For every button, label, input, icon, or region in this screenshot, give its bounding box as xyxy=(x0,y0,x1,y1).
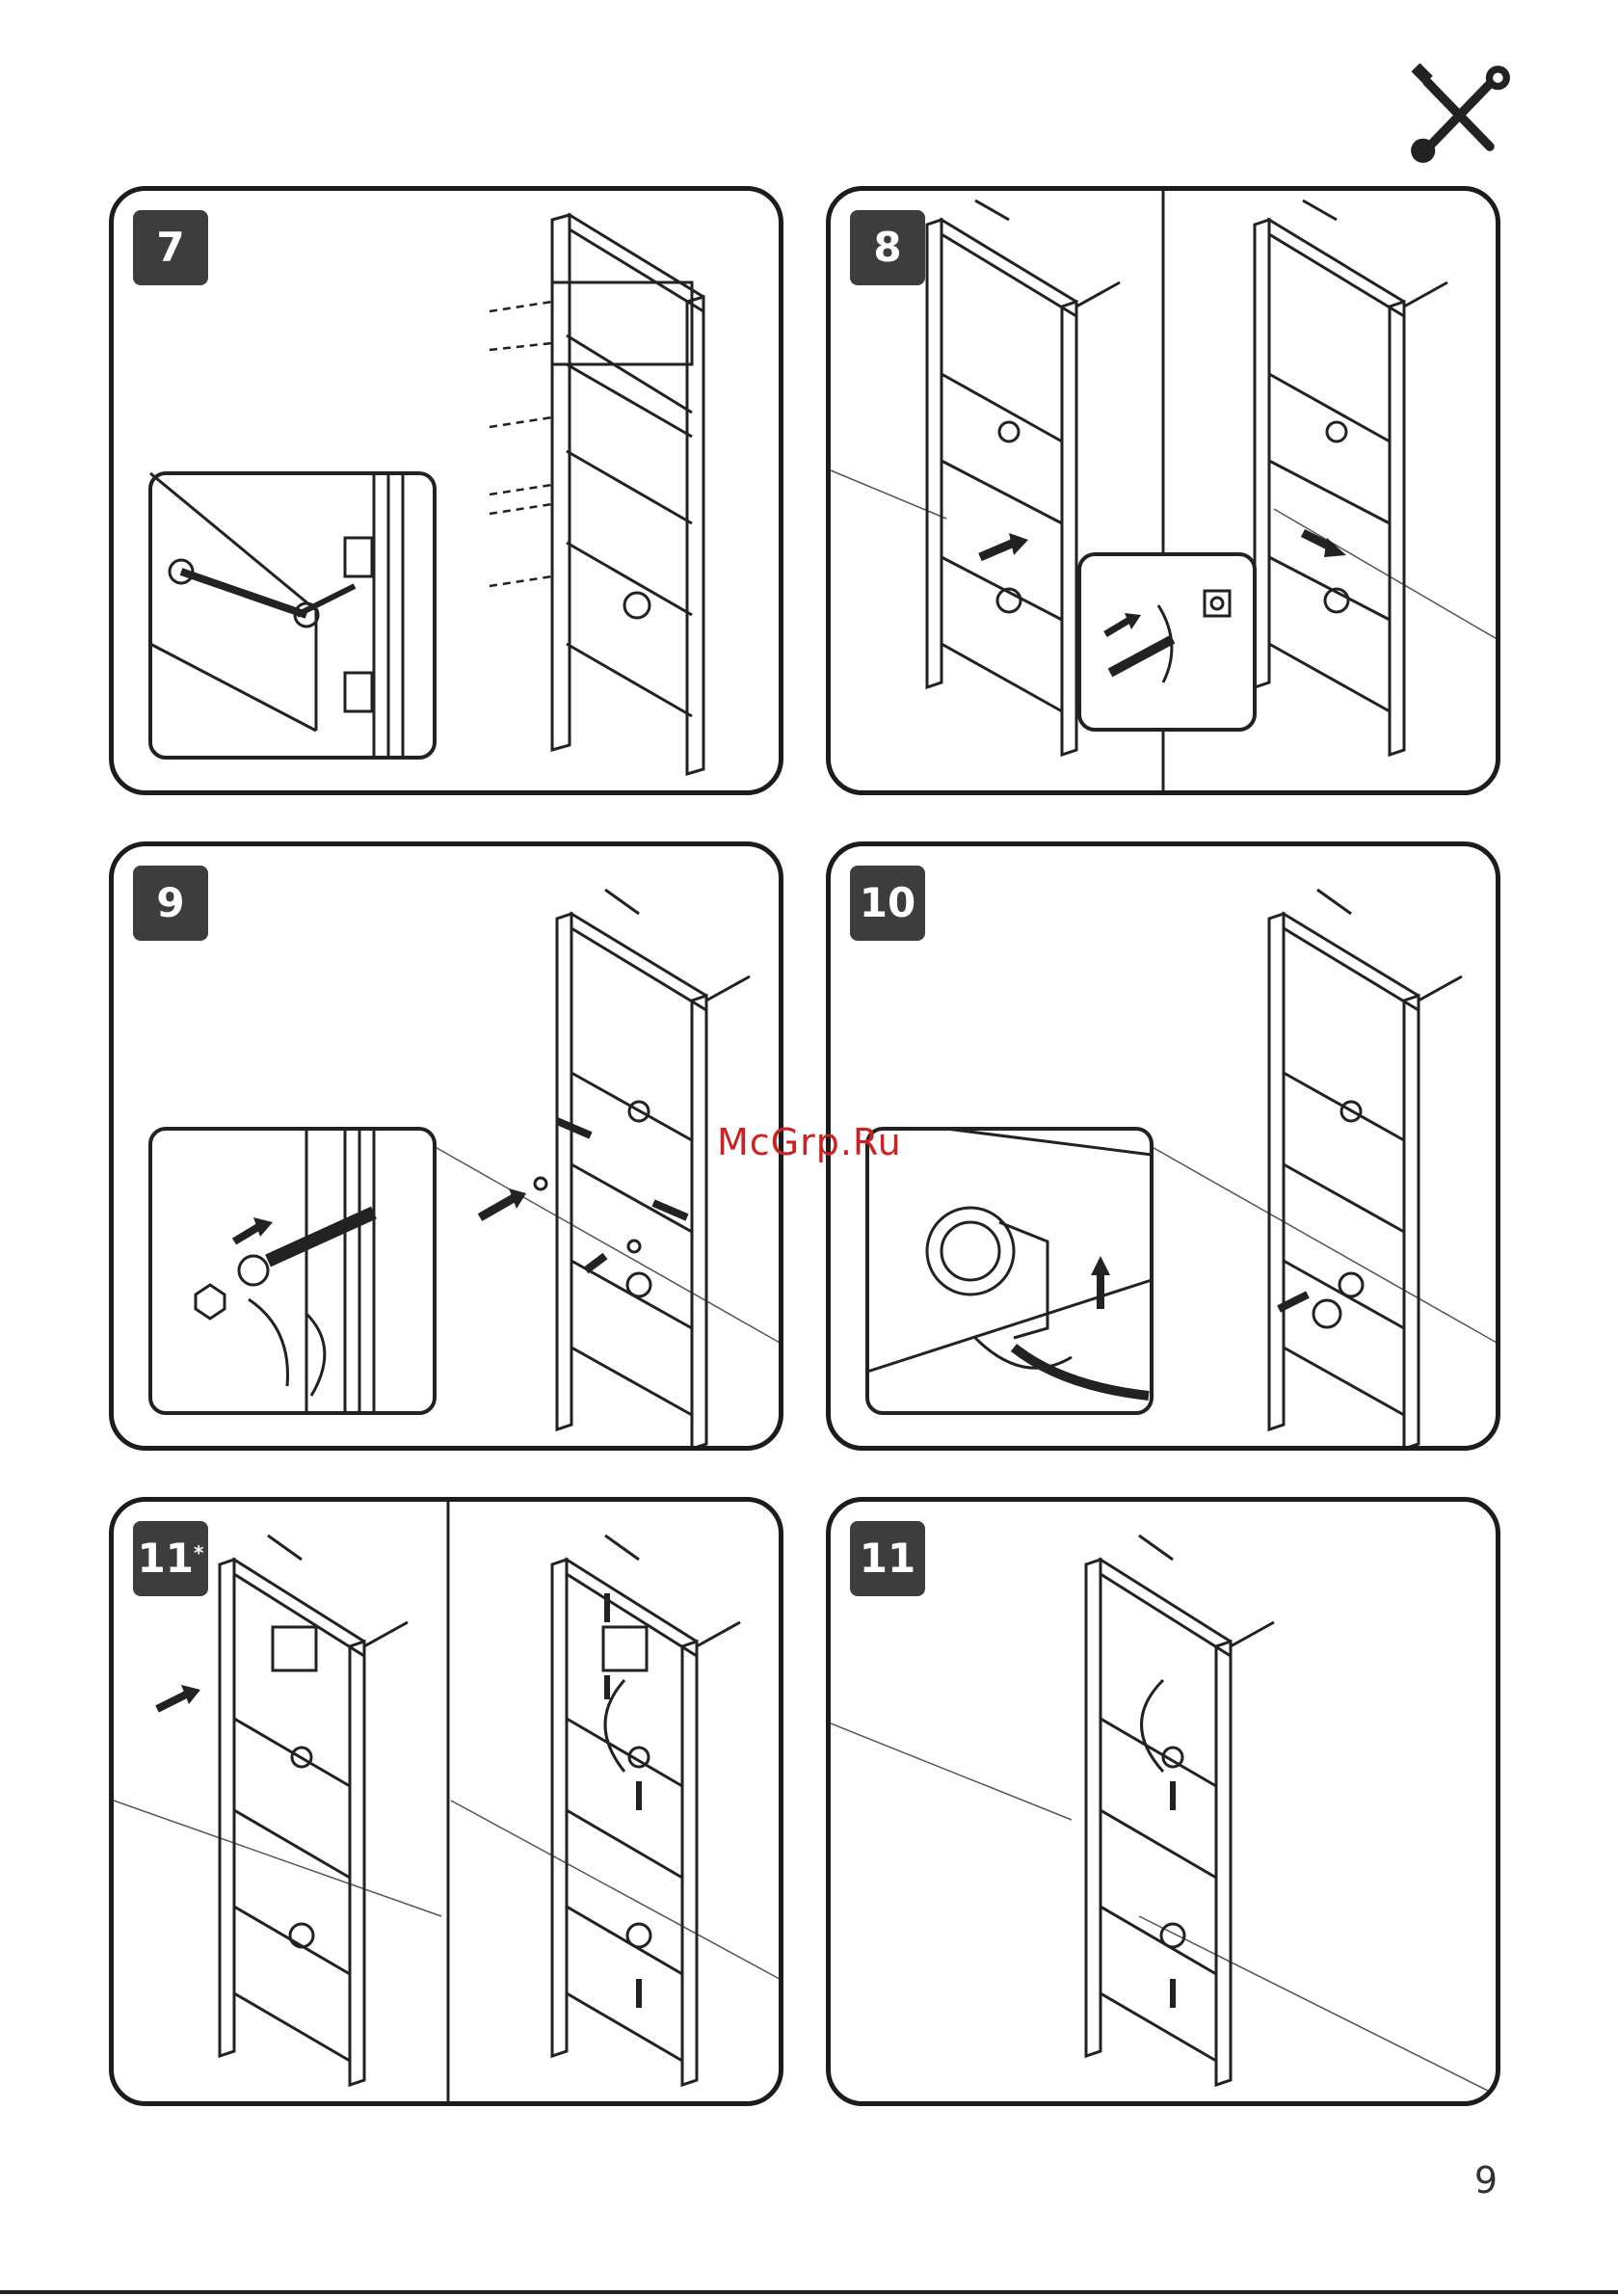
step-7-illustration xyxy=(114,191,783,795)
step-8-panel: 8 xyxy=(826,186,1500,795)
step-11-star-illustration xyxy=(114,1502,783,2106)
page-number: 9 xyxy=(1474,2159,1498,2202)
step-7-panel: 7 xyxy=(109,186,783,795)
footer-rule xyxy=(0,2290,1618,2294)
watermark: McGrp.Ru xyxy=(717,1121,902,1163)
step-11-panel: 11 xyxy=(826,1497,1500,2106)
step-9-panel: 9 xyxy=(109,841,783,1451)
step-11-illustration xyxy=(831,1502,1500,2106)
tools-icon xyxy=(1409,64,1510,165)
step-10-illustration xyxy=(831,846,1500,1451)
step-11-star-panel: 11* xyxy=(109,1497,783,2106)
step-10-panel: 10 xyxy=(826,841,1500,1451)
step-8-illustration xyxy=(831,191,1500,795)
step-9-illustration xyxy=(114,846,783,1451)
